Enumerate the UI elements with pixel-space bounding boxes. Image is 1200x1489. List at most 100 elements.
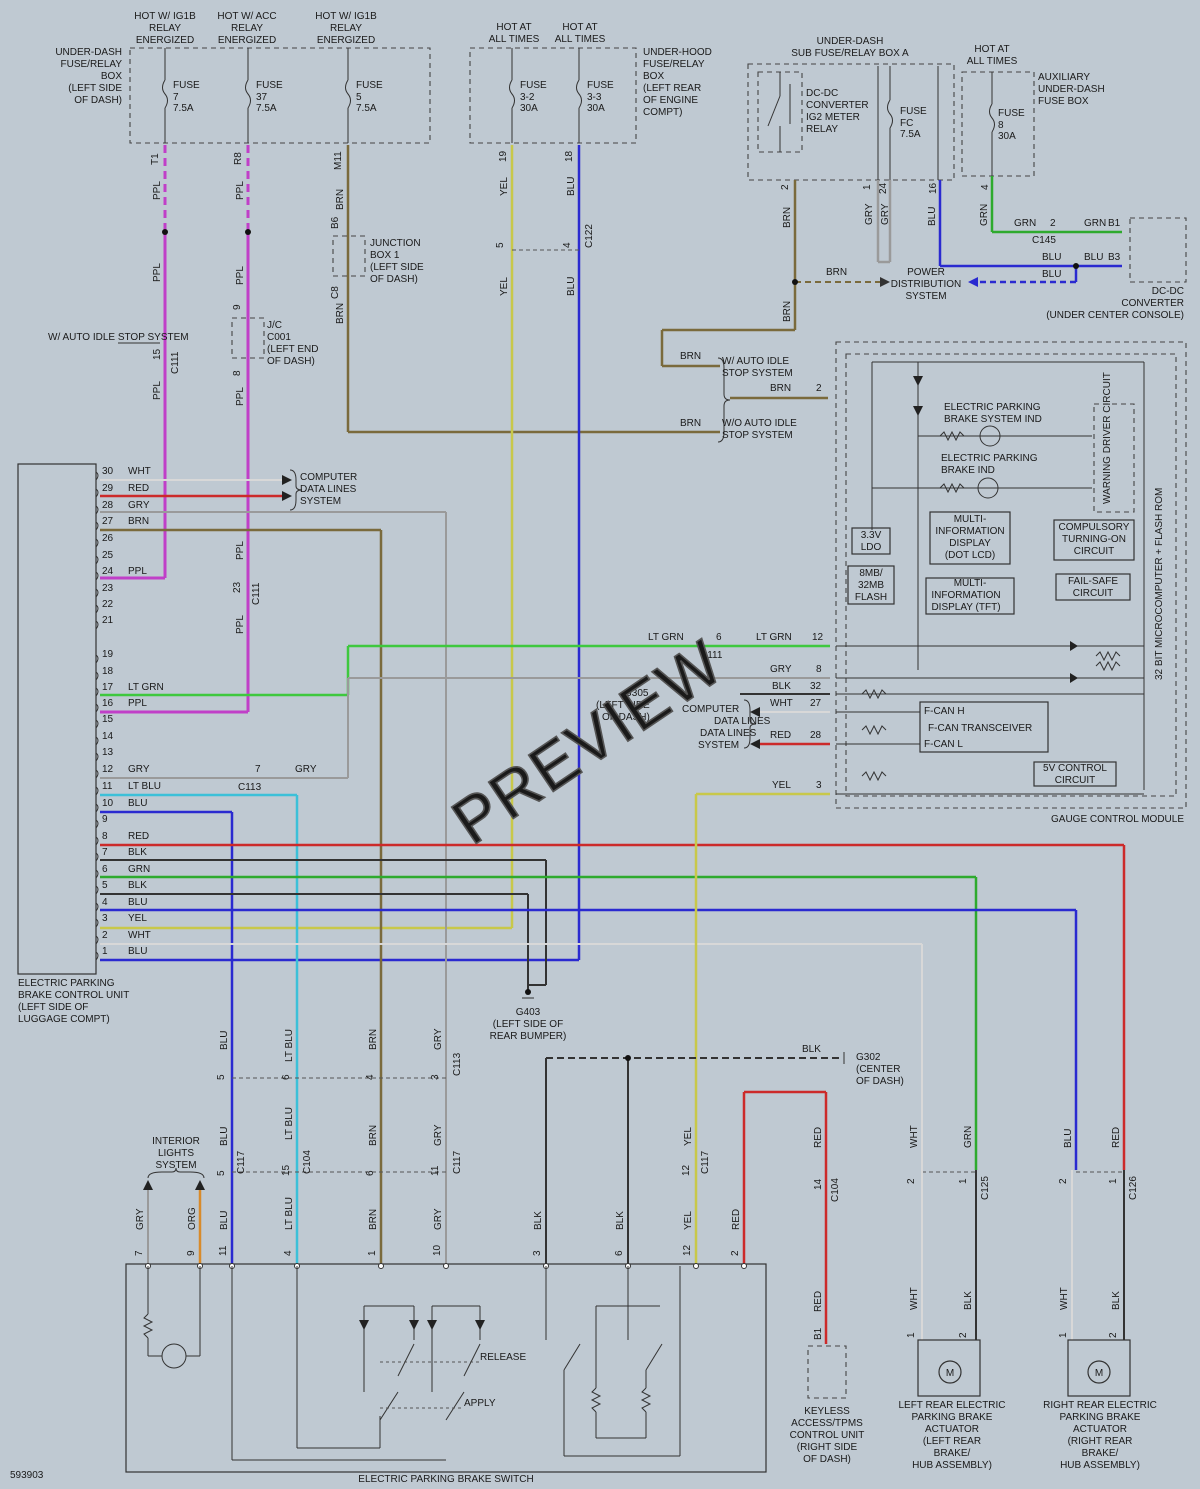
epb-pin-number: 3 bbox=[102, 913, 108, 924]
svg-text:2: 2 bbox=[958, 1332, 969, 1338]
svg-text:G302: G302 bbox=[856, 1052, 881, 1063]
g403-ground: G403 (LEFT SIDE OF REAR BUMPER) bbox=[490, 989, 566, 1042]
svg-text:YEL: YEL bbox=[683, 1211, 694, 1230]
svg-text:MULTI-: MULTI- bbox=[954, 514, 987, 525]
svg-text:3.3V: 3.3V bbox=[861, 530, 882, 541]
epb-pin-number: 18 bbox=[102, 666, 114, 677]
svg-text:JUNCTION: JUNCTION bbox=[370, 238, 421, 249]
svg-text:YEL: YEL bbox=[499, 177, 510, 196]
epb-pin-mark bbox=[95, 588, 99, 598]
epb-pin-wire-color: BLU bbox=[128, 798, 147, 809]
epb-pin-mark bbox=[95, 555, 99, 565]
svg-text:RELAY: RELAY bbox=[330, 23, 362, 34]
svg-text:C111: C111 bbox=[251, 582, 262, 605]
epb-pin-mark bbox=[95, 885, 99, 895]
switch-pin-number: 9 bbox=[186, 1250, 197, 1256]
yel-wire-fuse3-2: YEL YEL 5 bbox=[100, 145, 514, 930]
switch-pin-number: 10 bbox=[432, 1244, 443, 1256]
svg-text:4: 4 bbox=[562, 242, 573, 248]
svg-text:YEL: YEL bbox=[683, 1127, 694, 1146]
svg-text:(UNDER CENTER CONSOLE): (UNDER CENTER CONSOLE) bbox=[1046, 310, 1184, 321]
svg-text:PPL: PPL bbox=[235, 266, 246, 285]
svg-text:OF DASH): OF DASH) bbox=[370, 274, 418, 285]
svg-text:GRN: GRN bbox=[1084, 218, 1106, 229]
svg-text:BLK: BLK bbox=[772, 681, 791, 692]
interior-lights-system: INTERIOR LIGHTS SYSTEM GRY ORG bbox=[135, 1136, 205, 1266]
epb-pin-wire-color: LT BLU bbox=[128, 781, 161, 792]
svg-text:1: 1 bbox=[1058, 1332, 1069, 1338]
epb-pin-number: 28 bbox=[102, 500, 114, 511]
svg-text:RED: RED bbox=[813, 1127, 824, 1148]
svg-text:6: 6 bbox=[716, 632, 722, 643]
auxiliary-fuse-box: HOT AT ALL TIMES FUSE 8 30A AUXILIARY UN… bbox=[961, 44, 1105, 177]
svg-text:15: 15 bbox=[152, 348, 163, 360]
ppl-wire-fuse7: PPL PPL PPL bbox=[100, 145, 168, 580]
svg-text:8: 8 bbox=[998, 120, 1004, 131]
switch-pin-number: 4 bbox=[283, 1250, 294, 1256]
epb-pin-number: 24 bbox=[102, 566, 114, 577]
epb-pin-number: 19 bbox=[102, 649, 114, 660]
svg-text:J/C: J/C bbox=[267, 320, 282, 331]
blu-wire-fuse3-3: BLU BLU 4 C122 bbox=[100, 145, 595, 962]
svg-text:(DOT LCD): (DOT LCD) bbox=[945, 550, 995, 561]
epb-pin-mark bbox=[95, 902, 99, 912]
jc-c001: J/C C001 (LEFT END OF DASH) 9 8 23 C111 bbox=[231, 304, 319, 605]
epb-pin-mark bbox=[95, 803, 99, 813]
svg-text:7: 7 bbox=[255, 764, 261, 775]
svg-text:BRAKE CONTROL UNIT: BRAKE CONTROL UNIT bbox=[18, 990, 129, 1001]
epb-pin-mark bbox=[95, 852, 99, 862]
svg-text:GRY: GRY bbox=[864, 203, 875, 225]
svg-text:12: 12 bbox=[812, 632, 824, 643]
right-rear-actuator: BLU RED WHT BLK 2 1 C126 1 2 M RIGHT REA… bbox=[1043, 1127, 1157, 1471]
svg-text:BLK: BLK bbox=[615, 1211, 626, 1230]
epb-pin-number: 9 bbox=[102, 814, 108, 825]
svg-text:M11: M11 bbox=[333, 151, 344, 170]
svg-text:(LEFT SIDE OF: (LEFT SIDE OF bbox=[18, 1002, 88, 1013]
svg-text:HOT W/ ACC: HOT W/ ACC bbox=[217, 11, 276, 22]
svg-text:GRY: GRY bbox=[880, 203, 891, 225]
svg-text:7.5A: 7.5A bbox=[356, 103, 377, 114]
svg-text:IG2 METER: IG2 METER bbox=[806, 112, 860, 123]
svg-text:32MB: 32MB bbox=[858, 580, 884, 591]
svg-text:COMPUTER: COMPUTER bbox=[300, 472, 357, 483]
svg-text:8: 8 bbox=[816, 664, 822, 675]
svg-text:C117: C117 bbox=[700, 1150, 711, 1174]
svg-text:ORG: ORG bbox=[187, 1207, 198, 1230]
epb-pin-number: 25 bbox=[102, 550, 114, 561]
epb-pin-wire-color: LT GRN bbox=[128, 682, 164, 693]
svg-text:HOT AT: HOT AT bbox=[974, 44, 1009, 55]
svg-text:C111: C111 bbox=[700, 650, 723, 661]
svg-text:INTERIOR: INTERIOR bbox=[152, 1136, 200, 1147]
svg-text:F-CAN TRANSCEIVER: F-CAN TRANSCEIVER bbox=[928, 723, 1032, 734]
svg-text:RELEASE: RELEASE bbox=[480, 1352, 526, 1363]
svg-text:3-2: 3-2 bbox=[520, 92, 535, 103]
gauge-input-wires: GRY 8 BLK 32 WHT 27 RED 28 COMPUTER DATA… bbox=[596, 664, 830, 1266]
svg-text:8MB/: 8MB/ bbox=[859, 568, 883, 579]
svg-text:PPL: PPL bbox=[152, 181, 163, 200]
svg-text:GRN: GRN bbox=[963, 1126, 974, 1148]
svg-text:BOX: BOX bbox=[643, 71, 664, 82]
svg-text:BLK: BLK bbox=[963, 1291, 974, 1310]
svg-text:RED: RED bbox=[813, 1291, 824, 1312]
epb-pin-mark bbox=[95, 654, 99, 664]
svg-text:W/ AUTO IDLE STOP SYSTEM: W/ AUTO IDLE STOP SYSTEM bbox=[48, 332, 189, 343]
svg-text:OF DASH): OF DASH) bbox=[602, 712, 650, 723]
epb-pin-number: 6 bbox=[102, 864, 108, 875]
svg-text:BRN: BRN bbox=[782, 301, 793, 322]
svg-text:PPL: PPL bbox=[235, 181, 246, 200]
svg-text:APPLY: APPLY bbox=[464, 1398, 496, 1409]
svg-text:(RIGHT SIDE: (RIGHT SIDE bbox=[797, 1442, 858, 1453]
svg-text:PARKING BRAKE: PARKING BRAKE bbox=[1060, 1412, 1141, 1423]
epb-pin-number: 1 bbox=[102, 946, 108, 957]
svg-text:C001: C001 bbox=[267, 332, 291, 343]
svg-text:UNDER-DASH: UNDER-DASH bbox=[55, 47, 122, 58]
svg-text:FC: FC bbox=[900, 118, 913, 129]
epb-pin-number: 17 bbox=[102, 682, 114, 693]
epb-pin-mark bbox=[95, 687, 99, 697]
svg-text:1: 1 bbox=[906, 1332, 917, 1338]
svg-text:5: 5 bbox=[356, 92, 362, 103]
epb-pin-number: 2 bbox=[102, 930, 108, 941]
svg-text:1: 1 bbox=[958, 1178, 969, 1184]
svg-text:3: 3 bbox=[816, 780, 822, 791]
